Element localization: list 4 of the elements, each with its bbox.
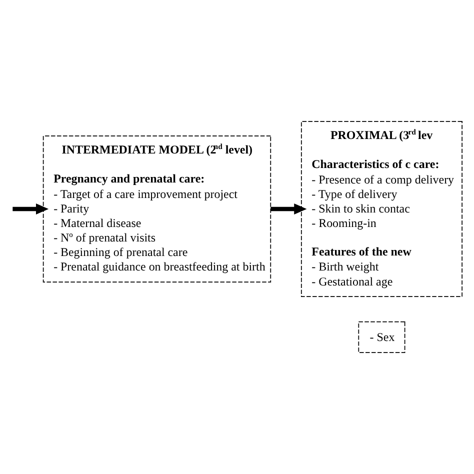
- arrow: [270, 204, 307, 215]
- node-box: - Sex: [358, 321, 406, 353]
- arrow: [12, 204, 49, 215]
- node-box: PROXIMAL (3$^{rd}$ lev Characteristics of c care: - Presence of a comp delivery - Type of delivery - Skin to skin contac - Rooming-in Features of the new - Birth weight - Gestational age: [300, 121, 462, 298]
